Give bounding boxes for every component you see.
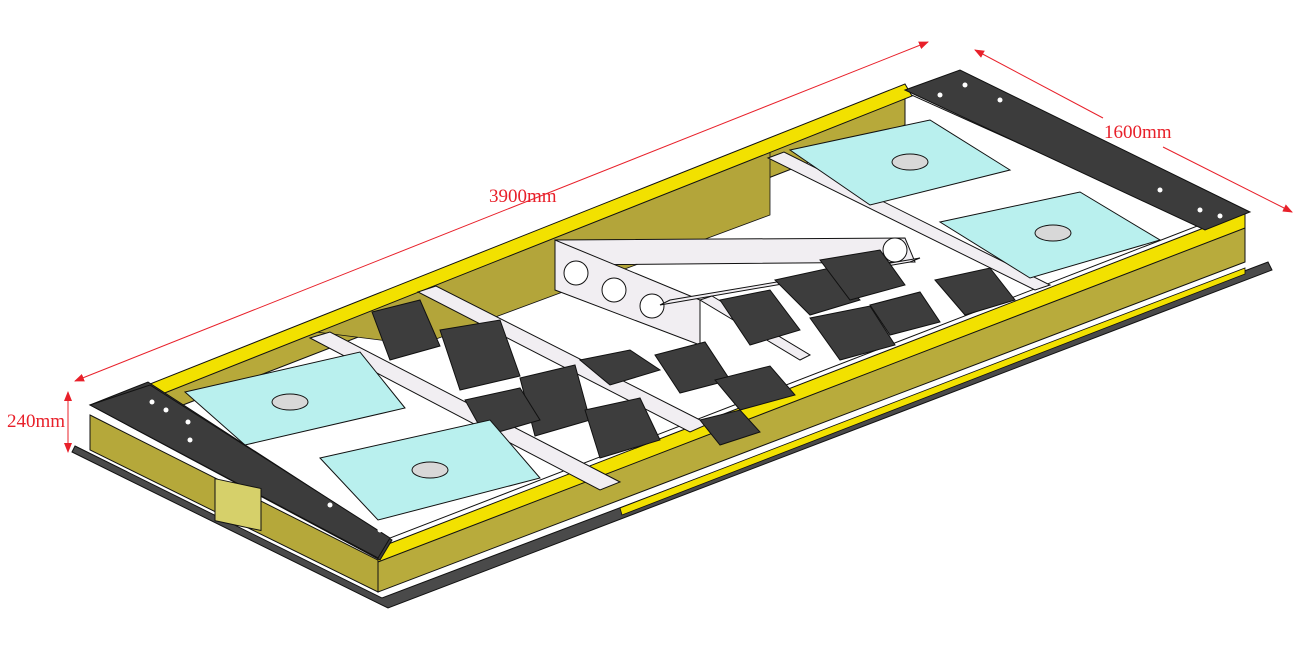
dim-line-length: [74, 41, 929, 382]
dimension-lines: [64, 41, 1293, 453]
dim-line-width-b: [1162, 146, 1293, 213]
end-caps: [88, 69, 1252, 561]
end-cap-holes: [149, 82, 1223, 533]
dimension-height-label: 240mm: [7, 411, 66, 432]
base-rail: [71, 261, 1273, 609]
end-cap-left-top: [88, 384, 391, 559]
dim-line-width-a: [974, 49, 1104, 119]
dimension-width-label: 1600mm: [1104, 122, 1172, 143]
dimension-length-label: 3900mm: [489, 186, 557, 207]
end-cap-right: [903, 69, 1252, 231]
connector-panel: [214, 478, 262, 532]
